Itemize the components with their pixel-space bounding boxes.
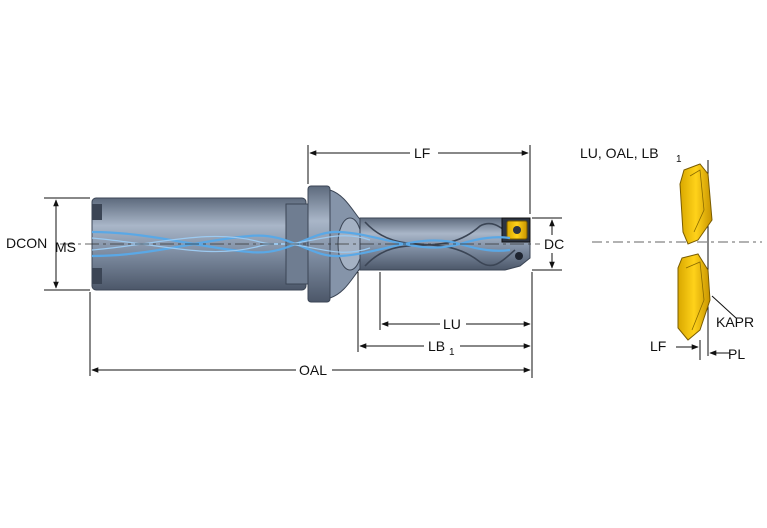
pl-label: PL [728, 346, 745, 362]
coolant-channel-4 [91, 235, 371, 251]
kapr-label: KAPR [716, 314, 754, 330]
dc-label: DC [544, 236, 564, 252]
detail-header-sub-label: 1 [676, 154, 682, 165]
detail-lf-label: LF [650, 338, 666, 354]
lu-label: LU [443, 316, 461, 332]
coolant-channel-3 [91, 237, 371, 253]
dcon-label: DCON [6, 235, 47, 251]
detail-insert-lower [677, 253, 711, 341]
tool-body [91, 185, 531, 303]
coolant-channel-2 [91, 234, 511, 258]
lb-sub-label: 1 [449, 347, 455, 358]
coolant-channel-1 [91, 230, 511, 254]
detail-header-label: LU, OAL, LB [580, 145, 659, 161]
oal-label: OAL [299, 362, 327, 378]
detail-insert-upper [679, 163, 713, 245]
dcon-sub-label: MS [55, 239, 76, 255]
tip-insert-lower-icon [515, 252, 523, 260]
insert-screw-icon [513, 226, 521, 234]
lb-label: LB [428, 338, 445, 354]
insert-detail [592, 160, 762, 360]
lf-label: LF [414, 145, 430, 161]
flute-line-1 [364, 221, 516, 267]
shank-groove-bottom [92, 268, 102, 284]
shank-groove-top [92, 204, 102, 220]
